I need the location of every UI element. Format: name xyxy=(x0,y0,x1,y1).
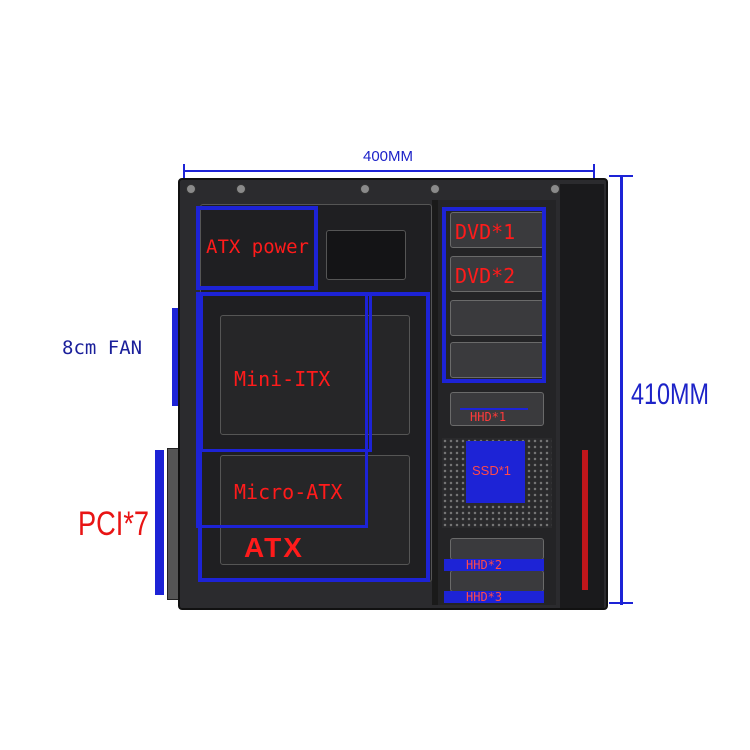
hhd2-zone xyxy=(444,559,544,571)
screw xyxy=(550,184,560,194)
drive-bay xyxy=(450,570,544,592)
dvd-zone xyxy=(442,207,546,383)
pci-label: PCI*7 xyxy=(78,505,150,543)
drive-bay xyxy=(450,538,544,560)
pc-case xyxy=(178,178,608,610)
screw xyxy=(430,184,440,194)
width-dimension-right-tick xyxy=(593,164,595,178)
drive-bay xyxy=(450,212,544,248)
height-dimension-bottom-tick xyxy=(609,602,633,604)
drive-bay xyxy=(450,256,544,292)
hhd3-zone xyxy=(444,591,544,603)
height-dimension-line xyxy=(620,175,623,605)
atx-zone xyxy=(198,292,430,582)
tray-cutout-upper xyxy=(220,315,410,435)
fan-label: 8cm FAN xyxy=(62,337,143,359)
front-red-accent xyxy=(582,450,588,590)
width-dimension-left-tick xyxy=(183,164,185,178)
hhd1-marker xyxy=(460,408,528,410)
width-dimension-label: 400MM xyxy=(363,148,414,165)
drive-cage-divider xyxy=(432,200,438,605)
atx-label: ATX xyxy=(244,532,304,563)
atx-power-label: ATX power xyxy=(206,236,309,258)
hhd3-label: HHD*3 xyxy=(466,590,503,604)
tray-cutout-lower xyxy=(220,455,410,565)
width-dimension-line xyxy=(183,170,595,172)
height-dimension-top-tick xyxy=(609,175,633,177)
dvd2-label: DVD*2 xyxy=(455,264,516,288)
psu-opening xyxy=(326,230,406,280)
dvd1-label: DVD*1 xyxy=(455,220,516,244)
drive-bay xyxy=(450,342,544,378)
drive-bay xyxy=(450,300,544,336)
hhd1-label: HHD*1 xyxy=(470,410,507,424)
screw xyxy=(236,184,246,194)
ssd-zone xyxy=(466,441,525,503)
atx-power-zone xyxy=(196,206,318,290)
height-dimension-label: 410MM xyxy=(631,378,710,411)
micro-atx-label: Micro-ATX xyxy=(234,480,343,504)
fan-marker-bar xyxy=(172,308,180,406)
ssd1-label: SSD*1 xyxy=(472,463,512,478)
screw xyxy=(186,184,196,194)
pci-marker-bar xyxy=(155,450,164,595)
mini-itx-label: Mini-ITX xyxy=(234,367,331,391)
hhd2-label: HHD*2 xyxy=(466,558,503,572)
screw xyxy=(360,184,370,194)
